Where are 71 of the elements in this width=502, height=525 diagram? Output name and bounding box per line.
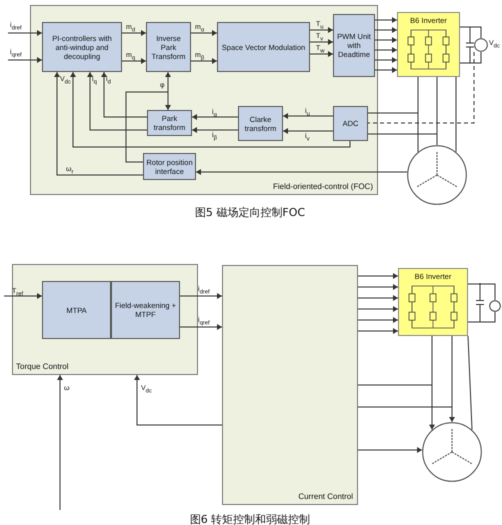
inverter-box	[397, 12, 460, 77]
arrow	[4, 293, 42, 299]
arrow	[310, 39, 334, 45]
arrow	[374, 47, 398, 53]
arrow	[374, 57, 398, 63]
connector-line	[368, 112, 418, 152]
panel-title: Field-oriented-control (FOC)	[272, 182, 373, 191]
figure-caption: 图5 磁场定向控制FOC	[194, 205, 306, 220]
arrow	[358, 447, 423, 453]
process-box	[333, 106, 368, 141]
arrow	[310, 51, 334, 57]
arrow	[282, 128, 334, 134]
arrow	[374, 37, 398, 43]
connector-line	[468, 312, 496, 322]
arrow	[358, 306, 398, 312]
arrow	[192, 114, 238, 120]
arrow	[358, 406, 455, 422]
arrow	[190, 30, 218, 36]
inverter-box	[398, 268, 468, 336]
arrow	[196, 169, 408, 175]
arrow	[374, 27, 398, 33]
arrow	[8, 57, 42, 63]
dashed-line	[368, 52, 474, 124]
arrow	[192, 127, 238, 133]
arrow	[374, 17, 398, 23]
process-box	[42, 281, 111, 339]
arrow	[126, 92, 171, 162]
control-block-panel	[222, 265, 358, 505]
control-block-panel	[30, 5, 378, 195]
arrow	[374, 67, 398, 73]
process-box	[333, 14, 375, 77]
arrow	[358, 384, 435, 430]
arrow	[282, 113, 334, 119]
voltage-source-symbol	[489, 300, 501, 312]
arrow	[87, 72, 148, 130]
connector-line	[468, 284, 496, 300]
arrow	[358, 284, 398, 290]
process-box	[146, 22, 191, 72]
connector-line	[468, 336, 472, 430]
panel-title: Current Control	[298, 492, 353, 501]
process-box	[217, 22, 310, 72]
process-box	[238, 106, 283, 141]
process-box	[42, 22, 122, 72]
connector-line	[460, 26, 482, 38]
motor-drawing	[407, 145, 467, 205]
process-box	[143, 153, 196, 180]
arrow	[134, 374, 222, 426]
arrow	[8, 30, 42, 36]
arrow	[358, 295, 398, 301]
arrow	[122, 30, 146, 36]
control-block-panel	[12, 264, 198, 375]
arrow	[358, 317, 398, 323]
arrow	[180, 293, 222, 299]
process-box	[147, 110, 192, 136]
connector-line	[460, 52, 482, 64]
voltage-source-symbol	[474, 38, 488, 52]
figure-caption: 图6 转矩控制和弱磁控制	[190, 512, 310, 525]
arrow	[122, 58, 146, 64]
panel-title: Torque Control	[16, 362, 68, 371]
arrow	[358, 328, 398, 334]
arrow	[358, 273, 398, 279]
arrow	[310, 27, 334, 33]
arrow	[57, 374, 63, 510]
arrow	[70, 72, 350, 148]
arrow	[54, 72, 144, 176]
arrow	[190, 58, 218, 64]
connector-line	[368, 134, 438, 146]
arrow	[101, 72, 148, 118]
arrow	[180, 324, 222, 330]
motor-drawing	[422, 422, 482, 482]
process-box	[111, 281, 180, 339]
